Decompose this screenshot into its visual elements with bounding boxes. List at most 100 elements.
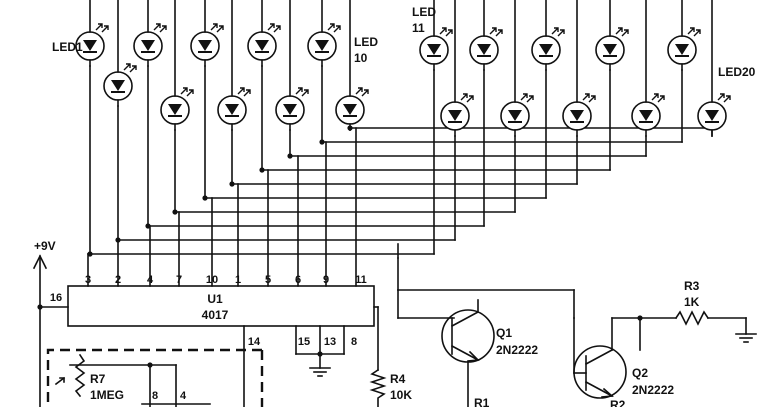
- light-arrow-icon: [295, 87, 309, 97]
- diode-triangle: [603, 44, 617, 55]
- u1-pin-7: 7: [176, 274, 182, 286]
- light-arrow-icon: [687, 27, 701, 37]
- u1-counter-chip: U1 4017 3 2 4 7 10 1 5 6 9 11 16 14 15 1…: [50, 274, 375, 348]
- diode-triangle: [427, 44, 441, 55]
- light-arrow-icon: [551, 27, 565, 37]
- light-arrow-icon: [582, 93, 596, 103]
- r4-value: 10K: [390, 388, 412, 402]
- led-label: LED1: [52, 40, 83, 54]
- led-6: [217, 0, 251, 131]
- led-5: [190, 0, 224, 67]
- led-20: LED20: [697, 0, 756, 137]
- diode-triangle: [168, 104, 182, 115]
- diode-triangle: [477, 44, 491, 55]
- led-18: [631, 0, 665, 137]
- light-arrow-icon: [327, 23, 341, 33]
- light-arrow-icon: [460, 93, 474, 103]
- led-label: LED: [412, 5, 436, 19]
- r4-ref: R4: [390, 372, 406, 386]
- diode-triangle: [315, 40, 329, 51]
- u1-part: 4017: [202, 308, 229, 322]
- diode-triangle: [639, 110, 653, 121]
- driver-transistors: Q1 2N2222 R1 Q2 2N2222 R2: [397, 243, 677, 407]
- light-arrow-icon: [180, 87, 194, 97]
- potentiometer-icon: [74, 353, 86, 398]
- led-2: [103, 0, 137, 107]
- light-arrow-icon: [355, 87, 369, 97]
- junction-dot: [259, 167, 265, 173]
- light-arrow-icon: [95, 23, 109, 33]
- light-arrow-icon: [489, 27, 503, 37]
- diode-triangle: [570, 110, 584, 121]
- r4-resistor: R4 10K: [369, 306, 412, 407]
- light-arrow-icon: [717, 93, 731, 103]
- led-label: LED: [354, 35, 378, 49]
- u1-pin-9: 9: [323, 274, 329, 286]
- led-12: [440, 0, 474, 137]
- led-label: LED20: [718, 65, 756, 79]
- led-13: [469, 0, 503, 71]
- led-3: [133, 0, 167, 67]
- led-16: [562, 0, 596, 137]
- light-arrow-icon: [210, 23, 224, 33]
- q1-ref: Q1: [496, 326, 512, 340]
- light-arrow-icon: [267, 23, 281, 33]
- diode-triangle: [83, 40, 97, 51]
- cut-r2-label: R2: [610, 398, 626, 407]
- u1-ref: U1: [207, 292, 223, 306]
- led-8: [275, 0, 309, 131]
- light-arrow-icon: [651, 93, 665, 103]
- led-19: [667, 0, 701, 71]
- light-arrow-icon: [153, 23, 167, 33]
- led-label: 10: [354, 51, 368, 65]
- q1-part: 2N2222: [496, 343, 538, 357]
- led-label: 11: [412, 21, 425, 35]
- resistor-icon: [674, 310, 710, 326]
- diode-triangle: [141, 40, 155, 51]
- led-17: [595, 0, 629, 71]
- resistor-icon: [369, 368, 387, 407]
- u1-pin-11: 11: [355, 274, 367, 286]
- r7-value: 1MEG: [90, 388, 124, 402]
- diode-triangle: [448, 110, 462, 121]
- u1-pin-10: 10: [206, 274, 218, 286]
- r3-ref: R3: [684, 279, 700, 293]
- r7-ref: R7: [90, 372, 106, 386]
- u1-pin-16: 16: [50, 292, 62, 304]
- q2-ref: Q2: [632, 366, 648, 380]
- u1-pin-8: 8: [351, 336, 357, 348]
- junction-dot: [145, 223, 151, 229]
- junction-dot: [172, 209, 178, 215]
- junction-dot: [37, 304, 43, 310]
- u1-pin-5: 5: [265, 274, 271, 286]
- u1-pin-3: 3: [85, 274, 91, 286]
- diode-triangle: [705, 110, 719, 121]
- led-9: [307, 0, 341, 67]
- timer-pin-8: 8: [152, 390, 158, 402]
- diode-triangle: [539, 44, 553, 55]
- light-arrow-icon: [123, 63, 137, 73]
- u1-pin-4: 4: [147, 274, 154, 286]
- junction-dot: [319, 139, 325, 145]
- led-14: [500, 0, 534, 137]
- diode-triangle: [283, 104, 297, 115]
- supply-rail: +9V: [32, 239, 69, 407]
- u1-pin-15: 15: [298, 336, 310, 348]
- diode-triangle: [111, 80, 125, 91]
- led-bus-wires: [87, 65, 713, 287]
- led-11: LED 11: [412, 0, 453, 71]
- u1-pin-2: 2: [115, 274, 121, 286]
- junction-dot: [87, 251, 93, 257]
- junction-dot: [287, 153, 293, 159]
- u1-ground: [295, 325, 345, 377]
- diode-triangle: [198, 40, 212, 51]
- led-10: LED 10: [335, 0, 378, 131]
- cut-r1-label: R1: [474, 396, 490, 407]
- u1-pin-6: 6: [295, 274, 301, 286]
- supply-label: +9V: [34, 239, 56, 253]
- junction-dot: [229, 181, 235, 187]
- light-arrow-icon: [615, 27, 629, 37]
- light-arrow-icon: [520, 93, 534, 103]
